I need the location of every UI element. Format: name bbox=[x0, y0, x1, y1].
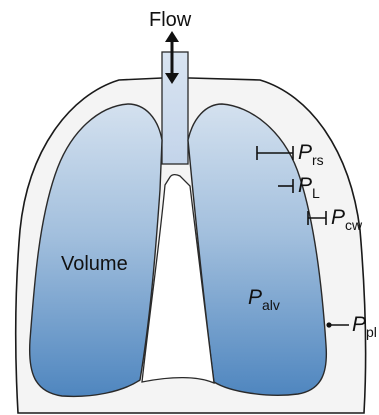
flow-label: Flow bbox=[149, 9, 192, 31]
volume-label: Volume bbox=[61, 253, 128, 275]
ppl-label: Ppl bbox=[352, 313, 377, 340]
trachea bbox=[162, 52, 188, 164]
